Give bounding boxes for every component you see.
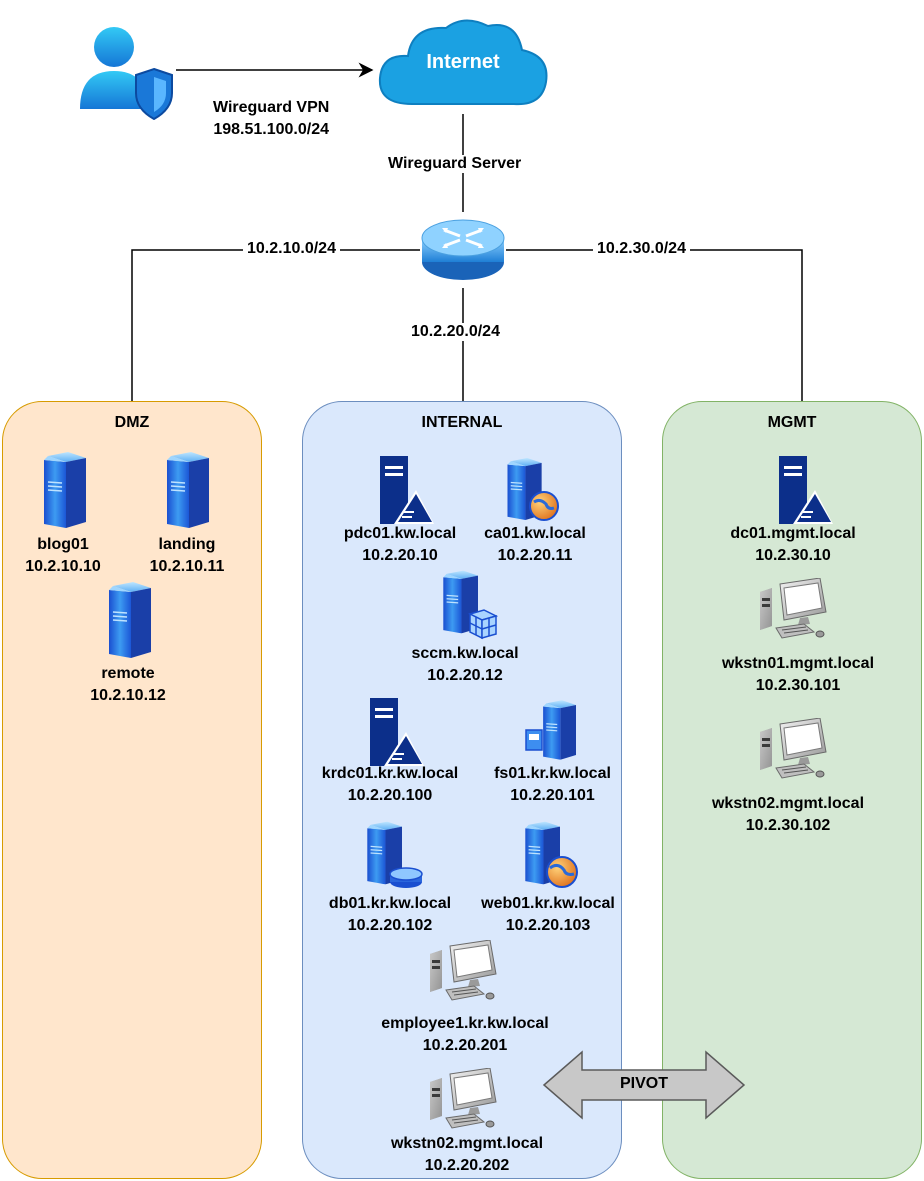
host-dc01: dc01.mgmt.local 10.2.30.10 (718, 523, 868, 567)
host-wkstn01-ip: 10.2.30.101 (755, 677, 841, 694)
host-remote-name: remote (101, 665, 155, 682)
remote-server-icon (105, 582, 151, 658)
host-sccm-name: sccm.kw.local (411, 645, 519, 662)
host-fs01-name: fs01.kr.kw.local (494, 765, 611, 782)
pivot-arrow (542, 1050, 746, 1120)
internal-zone: INTERNAL (302, 401, 622, 1179)
mgmt-link-label: 10.2.30.0/24 (593, 240, 690, 258)
host-employee1: employee1.kr.kw.local 10.2.20.201 (365, 1013, 565, 1057)
dmz-zone-title: DMZ (114, 414, 150, 431)
host-dc01-name: dc01.mgmt.local (730, 525, 856, 542)
host-fs01-ip: 10.2.20.101 (510, 787, 595, 804)
host-remote-ip: 10.2.10.12 (90, 687, 166, 704)
dmz-zone: DMZ (2, 401, 262, 1179)
host-web01-name: web01.kr.kw.local (481, 895, 615, 912)
fs01-file-server-icon (525, 700, 576, 762)
dmz-link-label: 10.2.10.0/24 (243, 240, 340, 258)
host-blog01: blog01 10.2.10.10 (13, 534, 113, 578)
host-ca01-name: ca01.kw.local (484, 525, 586, 542)
host-db01-name: db01.kr.kw.local (328, 895, 452, 912)
host-pdc01-name: pdc01.kw.local (343, 525, 457, 542)
host-ca01: ca01.kw.local 10.2.20.11 (470, 523, 600, 567)
host-landing-name: landing (158, 536, 216, 553)
host-remote: remote 10.2.10.12 (78, 663, 178, 707)
host-wkstn02-ip: 10.2.30.102 (745, 817, 831, 834)
pivot-label: PIVOT (619, 1075, 668, 1092)
host-db01-ip: 10.2.20.102 (347, 917, 433, 934)
router-icon (421, 219, 505, 280)
host-wkstn02-internal-ip: 10.2.20.202 (424, 1157, 510, 1174)
landing-server-icon (163, 452, 209, 528)
internal-zone-title: INTERNAL (421, 414, 503, 431)
host-blog01-ip: 10.2.10.10 (25, 558, 101, 575)
host-dc01-ip: 10.2.30.10 (755, 547, 831, 564)
host-fs01: fs01.kr.kw.local 10.2.20.101 (475, 763, 630, 807)
db01-database-server-icon (364, 820, 423, 888)
host-wkstn02-internal: wkstn02.mgmt.local 10.2.20.202 (372, 1133, 562, 1177)
host-wkstn02: wkstn02.mgmt.local 10.2.30.102 (693, 793, 883, 837)
wkstn02-internal-workstation-icon (428, 1068, 498, 1130)
vpn-title: Wireguard VPN (213, 99, 330, 116)
host-web01: web01.kr.kw.local 10.2.20.103 (468, 893, 628, 937)
pdc01-domain-controller-icon (376, 456, 434, 526)
wkstn01-workstation-icon (758, 578, 828, 640)
host-blog01-name: blog01 (37, 536, 89, 553)
web01-web-server-icon (522, 820, 578, 888)
host-sccm-ip: 10.2.20.12 (427, 667, 503, 684)
host-pdc01: pdc01.kw.local 10.2.20.10 (330, 523, 470, 567)
host-web01-ip: 10.2.20.103 (505, 917, 591, 934)
host-landing: landing 10.2.10.11 (137, 534, 237, 578)
internet-cloud-icon: Internet (378, 19, 548, 106)
router-to-mgmt-link (506, 249, 803, 401)
employee1-workstation-icon (428, 940, 498, 1002)
host-krdc01-name: krdc01.kr.kw.local (321, 765, 459, 782)
blog01-server-icon (40, 452, 86, 528)
host-krdc01-ip: 10.2.20.100 (347, 787, 433, 804)
mgmt-zone-title: MGMT (767, 414, 817, 431)
host-employee1-name: employee1.kr.kw.local (381, 1015, 549, 1032)
host-employee1-ip: 10.2.20.201 (422, 1037, 508, 1054)
sccm-server-icon (440, 570, 498, 640)
host-wkstn01: wkstn01.mgmt.local 10.2.30.101 (703, 653, 893, 697)
host-krdc01: krdc01.kr.kw.local 10.2.20.100 (305, 763, 475, 807)
host-sccm: sccm.kw.local 10.2.20.12 (395, 643, 535, 687)
router-to-dmz-link (131, 249, 420, 401)
wkstn02-workstation-icon (758, 718, 828, 780)
host-ca01-ip: 10.2.20.11 (497, 547, 573, 564)
server-label: Wireguard Server (384, 155, 526, 173)
ca01-web-server-icon (504, 458, 559, 521)
host-wkstn01-name: wkstn01.mgmt.local (721, 655, 875, 672)
internal-link-label: 10.2.20.0/24 (407, 323, 504, 341)
mgmt-zone: MGMT (662, 401, 922, 1179)
dc01-domain-controller-icon (775, 456, 833, 526)
vpn-subnet: 198.51.100.0/24 (213, 121, 329, 138)
host-wkstn02-internal-name: wkstn02.mgmt.local (390, 1135, 544, 1152)
host-pdc01-ip: 10.2.20.10 (362, 547, 438, 564)
host-db01: db01.kr.kw.local 10.2.20.102 (310, 893, 470, 937)
internet-label: Internet (426, 51, 500, 73)
vpn-user-icon (80, 27, 173, 120)
host-wkstn02-name: wkstn02.mgmt.local (711, 795, 865, 812)
host-landing-ip: 10.2.10.11 (149, 558, 225, 575)
krdc01-domain-controller-icon (366, 698, 424, 768)
vpn-link-label: Wireguard VPN 198.51.100.0/24 (209, 97, 333, 141)
